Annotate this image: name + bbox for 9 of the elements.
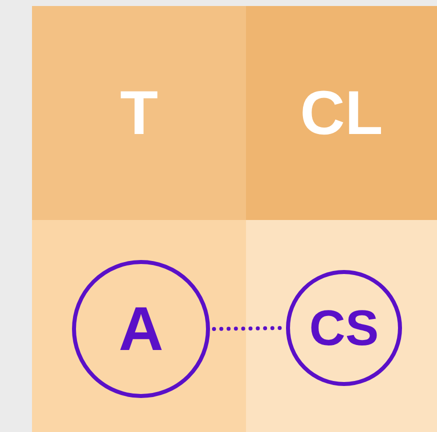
node-label: T — [120, 78, 158, 148]
grid-cell — [246, 6, 437, 220]
circle-node — [286, 270, 402, 386]
node-label: CS — [309, 299, 379, 357]
grid-cell — [32, 6, 246, 220]
dotted-connector — [212, 326, 284, 331]
circle-node — [72, 260, 210, 398]
node-label: CL — [300, 78, 383, 148]
node-label: A — [118, 294, 164, 364]
